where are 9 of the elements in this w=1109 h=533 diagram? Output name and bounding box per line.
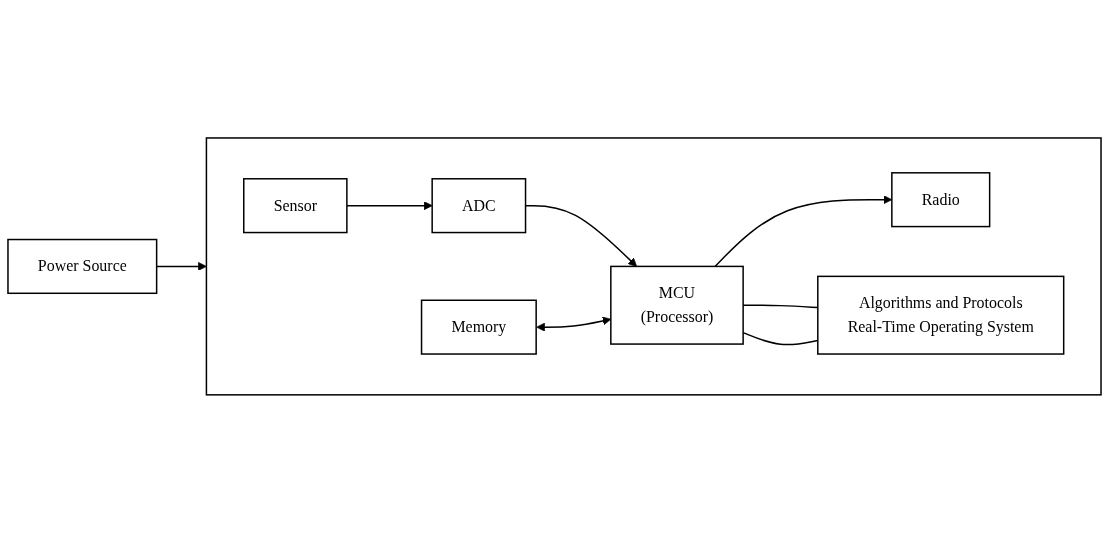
cluster	[205, 137, 1102, 396]
node-box: Radio	[891, 172, 991, 228]
node-box: Power Source	[7, 238, 158, 295]
arrow	[346, 201, 433, 211]
node-box: Memory	[420, 299, 537, 355]
node-box: Sensor	[243, 178, 348, 234]
node-box: Algorithms and Protocols Real-Time Operating System	[817, 275, 1065, 355]
node-box: MCU (Processor)	[610, 265, 744, 345]
node-box: ADC	[431, 178, 527, 234]
